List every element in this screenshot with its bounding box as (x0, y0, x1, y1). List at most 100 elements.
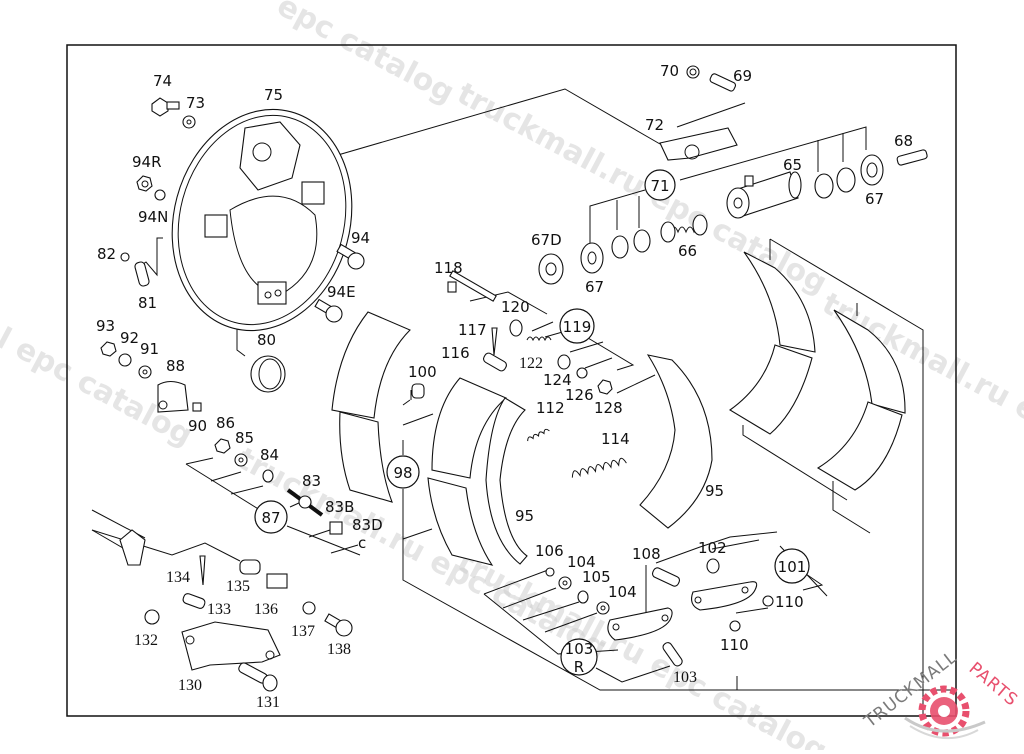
part-label: 91 (140, 340, 159, 358)
cover-72-part (659, 127, 738, 161)
callout-101: 101 (774, 548, 810, 584)
part-label: 138 (327, 641, 351, 658)
link-hardware (545, 558, 774, 667)
lining-mid-bottom-part (427, 477, 494, 566)
lining-left-top-part (331, 311, 411, 419)
bushing-135-part (239, 559, 261, 575)
clip-81-part (134, 261, 150, 287)
part-label: 68 (894, 132, 913, 150)
nut-93-part (100, 341, 117, 357)
bolt-94E-part (314, 298, 343, 323)
brake-shoes (331, 251, 906, 566)
watermark: epc catalog (271, 0, 460, 111)
part-label: 65 (783, 156, 802, 174)
washer-137-part (302, 601, 316, 615)
sleeve-120-part (509, 319, 523, 337)
gear-icon (904, 685, 986, 740)
cup-right-part (814, 173, 834, 199)
callout-103R: 103 R (560, 638, 598, 676)
seal-80-part (250, 355, 286, 393)
callout-87: 87 (254, 500, 288, 534)
part-label: 81 (138, 294, 157, 312)
part-label: 67 (865, 190, 884, 208)
part-label: 114 (601, 430, 630, 448)
callout-label: 103 (565, 640, 594, 658)
cylinder-65-part (726, 171, 802, 219)
part-label: 134 (166, 569, 190, 586)
part-label: 74 (153, 72, 172, 90)
shoe-95-right-part (639, 354, 713, 529)
clip-110a-part (762, 595, 774, 607)
boot-67D-part (538, 253, 564, 285)
lining-right-b-bottom-part (816, 401, 903, 491)
part-label: 110 (720, 636, 749, 654)
truckmall-parts-logo: TRUCKMALL PARTS (860, 647, 1022, 740)
part-label: 124 (543, 371, 572, 389)
wheel-cylinder-group (538, 65, 928, 285)
part-label: 117 (458, 321, 487, 339)
part-label: 95 (515, 507, 534, 525)
part-label: 83D (352, 516, 383, 534)
callout-label: 101 (778, 558, 807, 576)
part-labels: 74 73 75 94R 94N 94 94E 82 81 93 92 91 8… (96, 62, 913, 711)
bolt-118-part (447, 270, 497, 302)
part-label: 88 (166, 357, 185, 375)
nut-82-part (120, 252, 130, 262)
diagram-frame (66, 44, 957, 717)
part-label: 116 (441, 344, 470, 362)
lining-right-a-bottom-part (728, 344, 813, 435)
boot-67-left-part (580, 242, 604, 274)
part-label: 90 (188, 417, 207, 435)
bushing-100-part (411, 383, 425, 399)
washer-91-part (138, 365, 152, 379)
washer-104b-part (596, 601, 610, 615)
part-label: 94E (327, 283, 356, 301)
piston-left-part (633, 229, 651, 253)
pin-116-part (483, 352, 507, 372)
part-label: 130 (178, 677, 202, 694)
piston-right-part (836, 167, 856, 193)
part-label: 100 (408, 363, 437, 381)
spring-66-part (660, 214, 708, 243)
washer-85-part (234, 453, 248, 467)
bleeder-69-part (709, 73, 737, 92)
part-label: 73 (186, 94, 205, 112)
callout-119: 119 (559, 308, 595, 344)
washer-73-part (182, 115, 196, 129)
washer-94N-part (154, 189, 166, 201)
boot-67-right-part (860, 154, 884, 186)
part-label: 94N (138, 208, 168, 226)
bushing-105-part (577, 590, 589, 604)
bolt-138-part (324, 613, 353, 637)
lining-right-a-top-part (743, 251, 816, 353)
part-label: 137 (291, 623, 315, 640)
part-label: 82 (97, 245, 116, 263)
part-label: 120 (501, 298, 530, 316)
part-label: 93 (96, 317, 115, 335)
part-label: 95 (705, 482, 724, 500)
part-label: 72 (645, 116, 664, 134)
hardware-left (91, 97, 365, 692)
part-label: 92 (120, 329, 139, 347)
part-label: 132 (134, 632, 158, 649)
lining-right-b-top-part (833, 309, 906, 414)
nut-86-part (214, 438, 231, 454)
part-label: 110 (775, 593, 804, 611)
washer-92-part (118, 353, 132, 367)
watermark: truckmall.ru e (816, 286, 1024, 429)
part-label: 83B (325, 498, 354, 516)
callout-71: 71 (644, 169, 676, 201)
screw-90-part (192, 402, 202, 412)
pin-124-part (557, 354, 571, 370)
cam-83-part (286, 488, 324, 517)
callout-sublabel: R (574, 658, 584, 676)
cup-left-part (611, 235, 629, 259)
pin-134-part (199, 555, 206, 586)
link-plate-upper-part (691, 581, 758, 611)
plate-83D-part (329, 521, 343, 535)
part-label: 118 (434, 259, 463, 277)
part-label: 108 (632, 545, 661, 563)
part-label: 70 (660, 62, 679, 80)
pin-103-part (662, 642, 683, 667)
